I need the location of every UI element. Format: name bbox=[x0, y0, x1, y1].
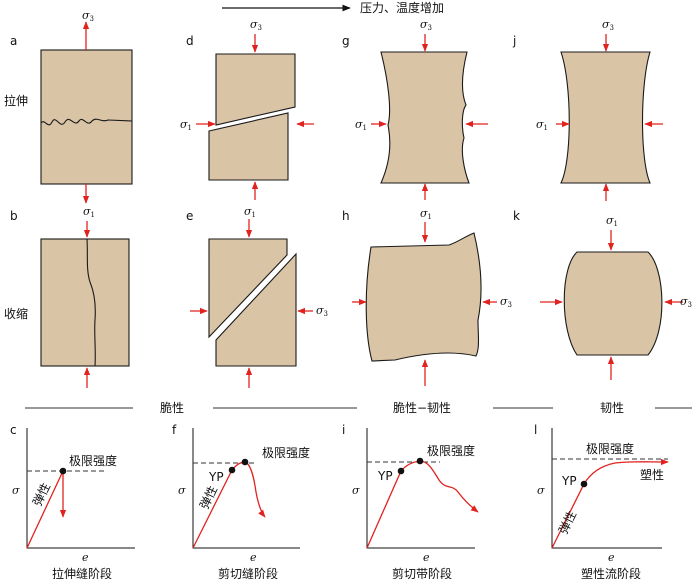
panel-k: σ1 σ3 bbox=[540, 214, 692, 380]
yield-point-l bbox=[580, 480, 588, 488]
panel-letter-h: h bbox=[342, 209, 350, 223]
category-brittle: 脆性 bbox=[160, 400, 184, 415]
panel-letter-g: g bbox=[342, 34, 350, 48]
plastic-label-l: 塑性 bbox=[640, 467, 664, 482]
block-e-left bbox=[208, 238, 288, 339]
trend-label: 压力、温度增加 bbox=[360, 0, 444, 15]
sigma1-label-k: σ1 bbox=[606, 214, 618, 228]
elastic-label-c: 弹性 bbox=[30, 481, 53, 509]
yp-label-l: YP bbox=[561, 474, 577, 488]
sigma3-label-g: σ3 bbox=[420, 18, 432, 32]
block-b bbox=[40, 238, 130, 367]
panel-e: σ1 σ3 bbox=[190, 205, 328, 388]
y-axis-label-f: σ bbox=[178, 484, 186, 497]
elastic-label-f: 弹性 bbox=[197, 484, 220, 512]
sigma3-label-a: σ3 bbox=[82, 9, 94, 23]
limit-label-l: 极限强度 bbox=[586, 441, 634, 456]
panel-letter-c: c bbox=[10, 423, 17, 437]
sigma1-label-b: σ1 bbox=[83, 205, 95, 219]
block-d-bottom bbox=[208, 112, 289, 181]
curve-line-f bbox=[192, 461, 266, 549]
panel-letter-i: i bbox=[342, 423, 345, 437]
curve-panel-l: 极限强度 YP 塑性 弹性 σ e 塑性流阶段 bbox=[537, 428, 669, 579]
curve-line-i bbox=[366, 460, 479, 549]
curve-panel-i: 极限强度 YP σ e 剪切带阶段 bbox=[352, 428, 479, 579]
sigma1-label-d: σ1 bbox=[180, 118, 192, 132]
yp-label-f: YP bbox=[208, 470, 224, 484]
panel-j: σ3 σ1 bbox=[536, 18, 663, 201]
limit-label-i: 极限强度 bbox=[427, 443, 475, 458]
limit-label-f: 极限强度 bbox=[262, 445, 310, 460]
block-k bbox=[563, 251, 663, 356]
stage-label-c: 拉伸缝阶段 bbox=[52, 566, 112, 579]
curve-panel-c: 极限强度 弹性 σ e 拉伸缝阶段 bbox=[12, 428, 135, 579]
sigma1-label-j: σ1 bbox=[536, 118, 548, 132]
yield-point-i bbox=[397, 467, 405, 475]
panel-letter-j: j bbox=[512, 34, 516, 48]
category-ductile: 韧性 bbox=[600, 401, 624, 415]
sigma1-label-e: σ1 bbox=[244, 205, 256, 219]
sigma3-label-j: σ3 bbox=[602, 18, 614, 32]
sigma1-label-g: σ1 bbox=[355, 118, 367, 132]
stage-label-l: 塑性流阶段 bbox=[581, 566, 641, 579]
sigma3-label-k: σ3 bbox=[680, 295, 692, 309]
failure-point-c bbox=[59, 467, 67, 475]
block-e-right bbox=[215, 252, 297, 367]
x-axis-label-l: e bbox=[608, 551, 615, 564]
peak-point-f bbox=[241, 458, 249, 466]
elastic-line-c bbox=[26, 470, 64, 549]
sigma1-label-h: σ1 bbox=[420, 207, 432, 221]
block-j bbox=[560, 51, 651, 184]
x-axis-label-f: e bbox=[250, 551, 257, 564]
stage-label-i: 剪切带阶段 bbox=[392, 566, 452, 579]
panel-letter-f: f bbox=[172, 423, 177, 437]
x-axis-label-c: e bbox=[82, 551, 89, 564]
panel-letter-k: k bbox=[513, 209, 520, 223]
y-axis-label-i: σ bbox=[352, 484, 360, 497]
peak-point-i bbox=[416, 457, 424, 465]
panel-h: σ1 σ3 bbox=[352, 207, 512, 386]
sigma3-label-e: σ3 bbox=[316, 304, 328, 318]
axial-fracture bbox=[86, 238, 96, 367]
elastic-label-l: 弹性 bbox=[556, 509, 579, 537]
block-g bbox=[380, 51, 470, 184]
yield-point-f bbox=[228, 466, 236, 474]
category-bar: 脆性 脆性−韧性 韧性 bbox=[25, 400, 692, 415]
panel-a: σ3 bbox=[40, 9, 133, 204]
stage-label-f: 剪切缝阶段 bbox=[218, 566, 278, 579]
panel-letter-a: a bbox=[10, 34, 17, 48]
panel-letter-l: l bbox=[534, 423, 537, 437]
curve-panel-f: 极限强度 YP 弹性 σ e 剪切缝阶段 bbox=[178, 428, 310, 579]
panel-letter-b: b bbox=[10, 209, 18, 223]
sigma3-label-h: σ3 bbox=[500, 295, 512, 309]
block-d-top bbox=[215, 53, 296, 126]
panel-letter-e: e bbox=[186, 209, 193, 223]
x-axis-label-i: e bbox=[423, 551, 430, 564]
category-transition: 脆性−韧性 bbox=[393, 400, 451, 415]
limit-label-c: 极限强度 bbox=[69, 453, 117, 468]
y-axis-label-c: σ bbox=[12, 484, 20, 497]
panel-d: σ3 σ1 bbox=[180, 18, 314, 200]
tension-fracture bbox=[40, 118, 133, 126]
row-label-compression: 收缩 bbox=[4, 306, 28, 321]
block-a bbox=[40, 49, 133, 185]
curve-line-l bbox=[551, 458, 669, 549]
sigma3-label-d: σ3 bbox=[250, 18, 262, 32]
trend-arrow: 压力、温度增加 bbox=[222, 0, 444, 15]
y-axis-label-l: σ bbox=[537, 484, 545, 497]
panel-b: σ1 bbox=[40, 205, 130, 388]
yp-label-i: YP bbox=[377, 469, 393, 483]
panel-g: σ3 σ1 bbox=[355, 18, 488, 200]
block-h bbox=[365, 232, 482, 362]
panel-letter-d: d bbox=[186, 34, 194, 48]
row-label-tension: 拉伸 bbox=[4, 93, 28, 108]
